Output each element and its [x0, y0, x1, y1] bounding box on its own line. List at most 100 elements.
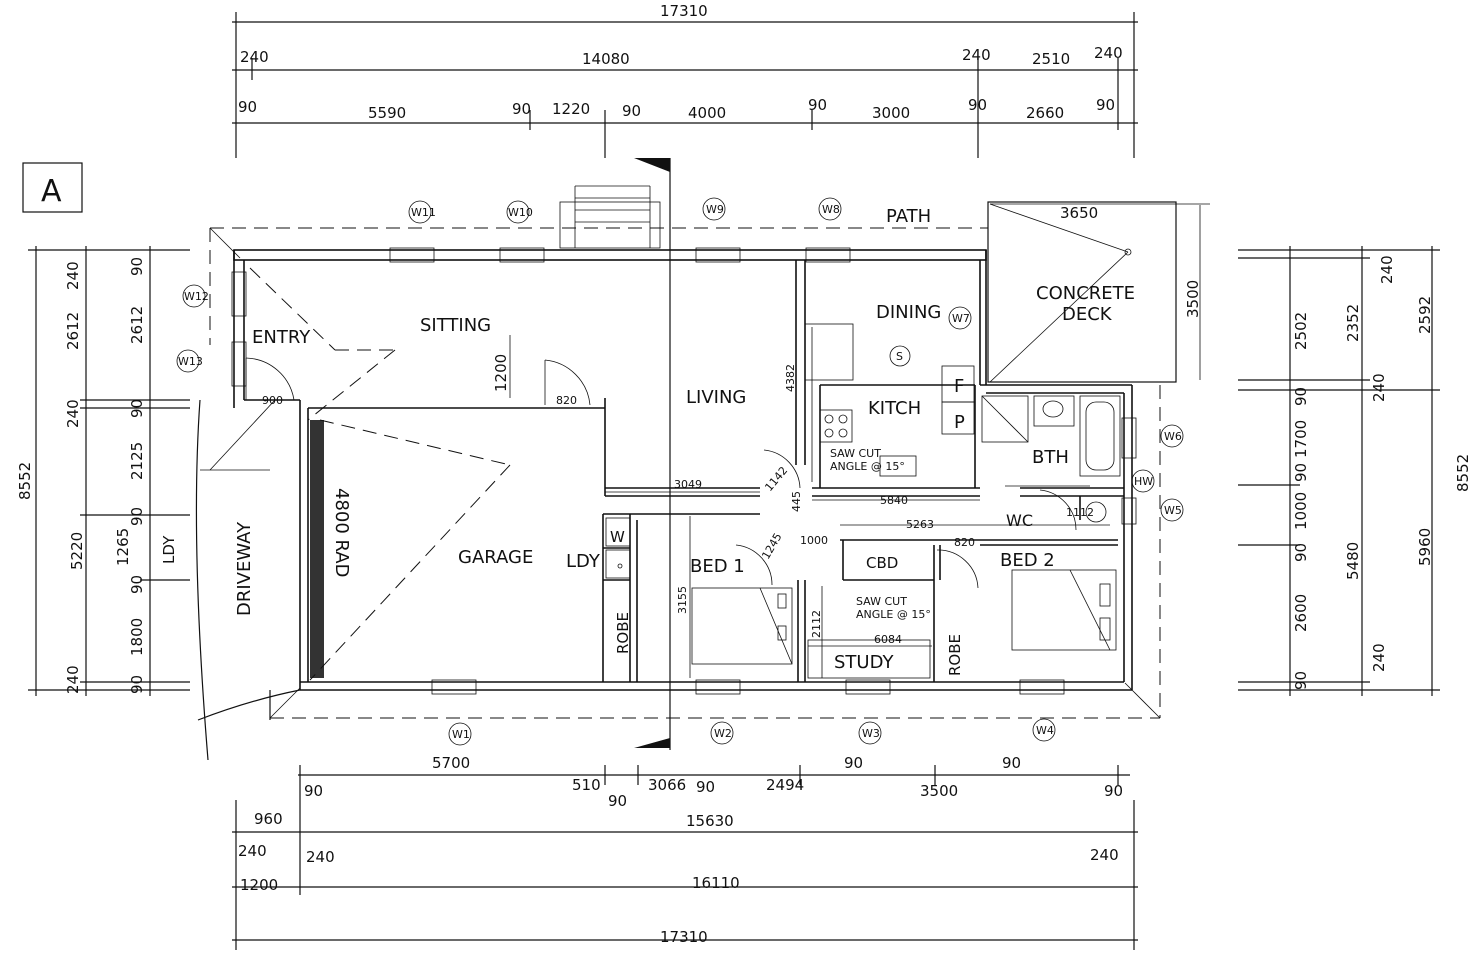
bathroom-fixtures — [981, 395, 1121, 523]
room-label-study: STUDY — [834, 652, 894, 673]
dim-label: 90 — [968, 96, 987, 114]
dim-label: 900 — [262, 394, 283, 407]
left-dimensions — [28, 246, 190, 696]
label-garage-door-rad: 4800 RAD — [331, 488, 352, 577]
dim-label: 240 — [1370, 373, 1388, 402]
note-saw-cut-1b: ANGLE @ 15° — [830, 460, 905, 473]
dim-label: 3066 — [648, 776, 686, 794]
window-tag: W2 — [714, 727, 732, 740]
concrete-deck — [987, 201, 1177, 383]
dim-label: 3000 — [872, 104, 910, 122]
dim-label: 2494 — [766, 776, 804, 794]
dim-label: 90 — [128, 575, 146, 594]
room-label-bth: BTH — [1032, 447, 1069, 468]
dim-label: 90 — [1104, 782, 1123, 800]
dim-label: 960 — [254, 810, 283, 828]
dim-label: 90 — [1096, 96, 1115, 114]
window-tag: W1 — [452, 728, 470, 741]
dim-label: 90 — [808, 96, 827, 114]
dim-label: 1800 — [128, 618, 146, 656]
dim-label: 90 — [1292, 543, 1310, 562]
beds — [691, 569, 1117, 679]
dim-label-ldy: LDY — [160, 535, 178, 564]
dim-label: 4000 — [688, 104, 726, 122]
dim-label: 90 — [844, 754, 863, 772]
path-area — [559, 185, 661, 249]
dim-label: 90 — [128, 675, 146, 694]
window-tag: W3 — [862, 727, 880, 740]
room-label-ldy: LDY — [566, 551, 601, 572]
dim-label: 1000 — [800, 534, 828, 547]
room-label-living: LIVING — [686, 387, 746, 408]
dim-label: 1245 — [759, 531, 784, 562]
dim-label: 2600 — [1292, 594, 1310, 632]
bottom-dimensions — [232, 765, 1138, 950]
dim-label: 820 — [954, 536, 975, 549]
window-tags: W11 W10 W9 W8 W7 W12 W13 W1 W2 W3 W4 W6 … — [176, 197, 1184, 746]
dim-label: 6084 — [874, 633, 902, 646]
garage-door — [310, 420, 324, 678]
dim-overall-left: 8552 — [16, 462, 34, 500]
dim-label: 2612 — [64, 312, 82, 350]
dim-label: 240 — [306, 848, 335, 866]
dim-label: 5700 — [432, 754, 470, 772]
dim-label: 240 — [64, 261, 82, 290]
dim-label: 3650 — [1060, 204, 1098, 222]
dim-label: 90 — [1292, 671, 1310, 690]
room-label-sitting: SITTING — [420, 315, 491, 336]
internal-dimension-lines — [509, 203, 1210, 678]
top-dimensions: 17310 240 14080 240 2510 240 90 5590 90 … — [232, 2, 1138, 158]
dim-label: 90 — [622, 102, 641, 120]
window-tag: W4 — [1036, 724, 1054, 737]
dim-label: 90 — [238, 98, 257, 116]
dim-label: 3155 — [676, 586, 689, 614]
dim-label: 90 — [1002, 754, 1021, 772]
hot-water-tag: HW — [1134, 475, 1153, 488]
room-label-garage: GARAGE — [458, 547, 533, 568]
dim-label: 5590 — [368, 104, 406, 122]
dim-overall-right: 8552 — [1454, 454, 1472, 492]
window-tag: W12 — [184, 290, 209, 303]
dim-label: 1265 — [114, 528, 132, 566]
door-swings — [245, 357, 1077, 589]
dim-label: 90 — [128, 257, 146, 276]
dim-label: 2660 — [1026, 104, 1064, 122]
dim-label: 4382 — [784, 364, 797, 392]
dim-label: 2352 — [1344, 304, 1362, 342]
dim-label: 2502 — [1292, 312, 1310, 350]
room-label-bed2: BED 2 — [1000, 550, 1055, 571]
dim-label: 14080 — [582, 50, 630, 68]
room-label-robe-2: ROBE — [946, 634, 964, 676]
window-tag: W5 — [1164, 504, 1182, 517]
wall-openings — [231, 247, 1137, 695]
note-saw-cut-2b: ANGLE @ 15° — [856, 608, 931, 621]
room-label-path: PATH — [886, 206, 931, 227]
dim-label: 2112 — [810, 610, 823, 638]
room-label-f: F — [954, 376, 964, 397]
dim-label: 5220 — [68, 532, 86, 570]
room-label-bed1: BED 1 — [690, 556, 745, 577]
room-label-deck-1: CONCRETE — [1036, 283, 1135, 304]
room-label-robe-1: ROBE — [614, 612, 632, 654]
dim-label: 5480 — [1344, 542, 1362, 580]
dim-label: 90 — [1292, 463, 1310, 482]
kitchen-fixtures — [605, 323, 975, 579]
section-cut-line — [634, 158, 671, 750]
dim-label: 1200 — [492, 354, 510, 392]
dim-label: 90 — [128, 399, 146, 418]
dim-label: 1220 — [552, 100, 590, 118]
roof-outline — [209, 227, 1161, 719]
dim-label: 240 — [238, 842, 267, 860]
window-tag: W9 — [706, 203, 724, 216]
room-label-wc: WC — [1006, 511, 1033, 530]
dim-label: 240 — [1094, 44, 1123, 62]
dim-label: 1700 — [1292, 420, 1310, 458]
dim-label: 445 — [790, 491, 803, 512]
dim-label: 2592 — [1416, 296, 1434, 334]
dim-label: 3500 — [1184, 280, 1202, 318]
dim-label: 240 — [1090, 846, 1119, 864]
window-tag: W7 — [952, 312, 970, 325]
room-label-s: S — [896, 350, 903, 363]
room-label-entry: ENTRY — [252, 327, 311, 348]
